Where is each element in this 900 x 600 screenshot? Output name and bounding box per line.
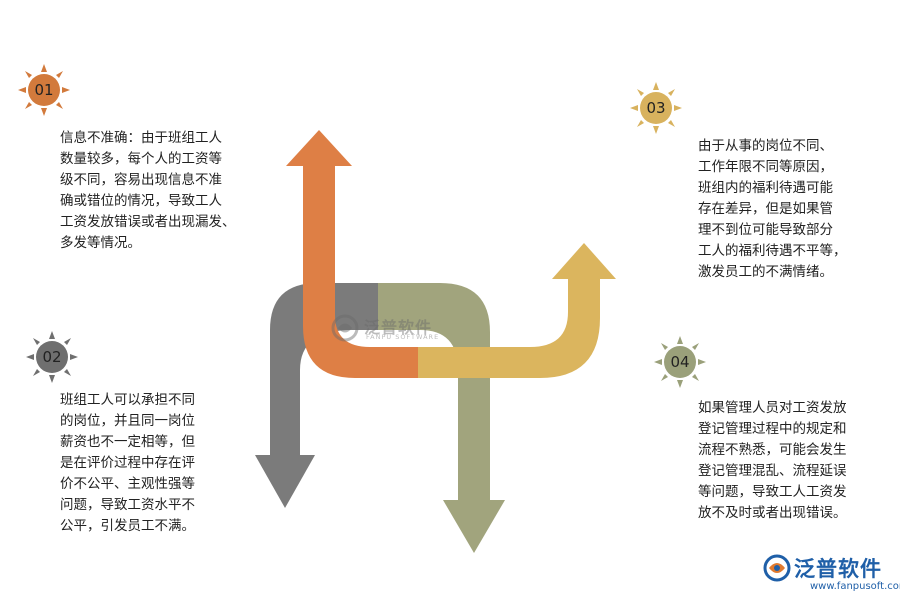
watermark-en: FANPU SOFTWARE xyxy=(366,333,440,341)
orange-arrow-body xyxy=(303,165,418,378)
gold-arrow-body xyxy=(418,276,600,378)
orange-arrowhead xyxy=(286,130,352,166)
center-watermark: 泛普软件 FANPU SOFTWARE xyxy=(330,313,460,343)
sun-badge-icon xyxy=(630,82,682,134)
sun-badge-icon xyxy=(18,64,70,116)
olive-arrow-body xyxy=(378,283,490,500)
badge-number: 04 xyxy=(670,353,690,371)
badge-03: 03 xyxy=(628,80,684,136)
note-04-text: 如果管理人员对工资发放 登记管理过程中的规定和 流程不熟悉，可能会发生 登记管理… xyxy=(698,400,847,521)
badge-number: 02 xyxy=(42,348,62,366)
olive-arrowhead xyxy=(443,500,505,553)
badge-02: 02 xyxy=(24,329,80,385)
fanpu-logo-icon xyxy=(331,314,359,342)
badge-number: 03 xyxy=(646,99,666,117)
gold-arrowhead xyxy=(552,243,616,279)
badge-number: 01 xyxy=(34,81,54,99)
brand-url: www.fanpusoft.com xyxy=(810,581,900,592)
fanpu-logo-icon xyxy=(763,554,791,582)
badge-04: 04 xyxy=(652,334,708,390)
sun-badge-icon xyxy=(654,336,706,388)
brand-name: 泛普软件 xyxy=(794,557,882,581)
watermark-cn: 泛普软件 xyxy=(364,318,433,337)
badge-01: 01 xyxy=(16,62,72,118)
note-02-text: 班组工人可以承担不同 的岗位，并且同一岗位 薪资也不一定相等，但 是在评价过程中… xyxy=(60,392,195,534)
note-01-text: 信息不准确：由于班组工人 数量较多，每个人的工资等 级不同，容易出现信息不准 确… xyxy=(60,130,236,251)
note-03-text: 由于从事的岗位不同、 工作年限不同等原因， 班组内的福利待遇可能 存在差异，但是… xyxy=(698,138,847,280)
sun-badge-icon xyxy=(26,331,78,383)
brand-logo: 泛普软件 www.fanpusoft.com xyxy=(762,551,900,597)
gray-arrow-body xyxy=(270,283,378,455)
gray-arrowhead xyxy=(255,455,315,508)
